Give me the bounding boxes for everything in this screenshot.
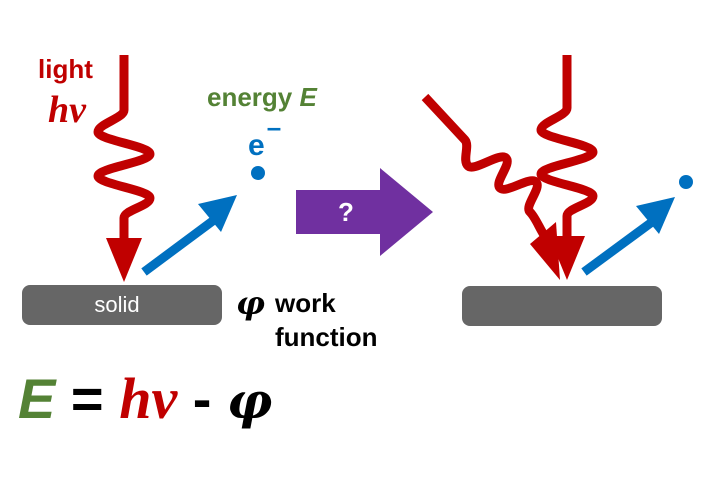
emitted-electron-arrow-left [141,195,237,276]
light-arrow-head-right-vertical [549,236,585,280]
electron-energy-label: energy E [207,82,317,113]
electron-dot-right [679,175,693,189]
work-function-symbol: φ [236,284,265,322]
equation-equals: = [55,367,120,430]
light-arrow-head-left [106,238,142,282]
transition-arrow [296,168,433,256]
solid-surface-right [462,286,662,326]
photon-energy-label: hν [48,89,86,131]
photoelectric-equation: E = hν - φ [18,365,272,432]
incoming-light-wave-right-diagonal [421,93,560,280]
emitted-electron-arrow-right [581,197,675,276]
transition-question-mark: ? [338,197,354,227]
energy-symbol: E [299,82,317,112]
light-label: light [38,54,93,84]
work-function-label-line1: work [275,288,336,318]
incoming-light-wave-left [93,55,155,282]
equation-photon-energy: hν [119,366,178,431]
incoming-light-wave-right-vertical [536,55,598,280]
electron-charge: – [266,112,282,142]
equation-energy: E [18,367,56,430]
work-function-label-line2: function [275,322,378,352]
energy-word: energy [207,82,293,112]
equation-work-function: φ [226,371,273,430]
equation-minus: - [177,367,227,430]
solid-surface-left [22,285,222,325]
electron-dot-left [251,166,265,180]
electron-symbol: e [248,129,265,162]
electron-label: e– [248,112,281,163]
solid-label: solid [94,292,140,317]
light-arrow-head-right-diagonal [530,222,560,280]
